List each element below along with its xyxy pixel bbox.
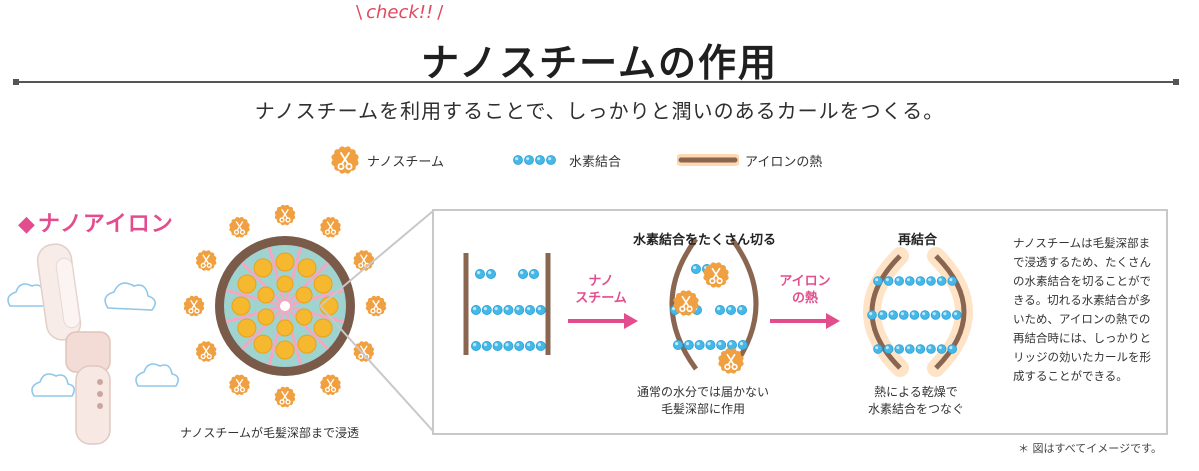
page-title: ナノスチームの作用 (421, 41, 778, 85)
arrow-label-iron-heat: アイロンの熱 (779, 274, 831, 306)
image-note: ＊ 図はすべてイメージです。 (1018, 442, 1162, 455)
nano-iron-device (36, 243, 111, 445)
hydrogen-bond-icon (513, 155, 556, 165)
stage-caption-cut: 通常の水分では届かない 毛髪深部に作用 (636, 385, 769, 416)
stage-bonds-cut (669, 237, 759, 374)
hydrogen-bond-beads (518, 269, 540, 280)
mechanism-diagram (463, 237, 973, 377)
scissors-icon (679, 295, 693, 313)
legend-nano-steam: ナノスチーム (329, 146, 444, 174)
iron-heat-icon (677, 154, 739, 166)
legend-label-iron-heat: アイロンの熱 (745, 154, 823, 170)
scissors-icon (709, 267, 723, 285)
stage-rebonded (863, 247, 973, 377)
check-label: \check!!/ (356, 2, 444, 23)
hydrogen-bond-beads (867, 310, 962, 320)
scissors-icon (724, 353, 738, 371)
zoom-connector (320, 210, 434, 432)
nano-steam-icon (195, 250, 217, 271)
nano-steam-icon (195, 341, 217, 362)
stage-title-rebond: 再結合 (898, 233, 938, 248)
stage-caption-rebond: 熱による乾燥で 水素結合をつなぐ (867, 385, 964, 416)
nano-steam-icon (274, 205, 296, 226)
nano-steam-icon (229, 374, 250, 396)
legend-label-nano-steam: ナノスチーム (367, 154, 444, 170)
legend-label-hydrogen-bond: 水素結合 (569, 154, 622, 170)
legend-hydrogen-bond: 水素結合 (513, 147, 621, 173)
hydrogen-bond-beads (471, 305, 546, 316)
cross-section-caption: ナノスチームが毛髪深部まで浸透 (180, 426, 360, 440)
nano-steam-icon (331, 146, 359, 174)
legend-iron-heat: アイロンの熱 (677, 147, 822, 173)
nano-steam-icon (274, 386, 296, 408)
title-divider (13, 79, 1179, 85)
page-subtitle: ナノスチームを利用することで、しっかりと潤いのあるカールをつくる。 (254, 99, 945, 123)
hydrogen-bond-beads (873, 344, 957, 354)
hydrogen-bond-beads (714, 305, 747, 316)
arrow-label-nano-steam: ナノスチーム (575, 274, 627, 306)
cloud-icon (31, 373, 76, 397)
section-title: ◆ナノアイロン (18, 212, 174, 237)
mechanism-description: ナノスチームは毛髪深部まで浸透するため、たくさんの水素結合を切ることができる。切… (1013, 236, 1151, 383)
hair-cross-section (183, 205, 387, 408)
cloud-icon (135, 363, 180, 387)
diamond-icon: ◆ (18, 212, 36, 237)
nano-steam-icon (229, 216, 250, 238)
hydrogen-bond-beads (475, 269, 497, 280)
hydrogen-bond-beads (672, 339, 748, 350)
hydrogen-bond-beads (471, 340, 546, 351)
nano-steam-icon (365, 295, 387, 317)
hydrogen-bond-beads (873, 276, 957, 286)
hair-iron-illustration (7, 243, 180, 445)
cloud-icon (104, 282, 156, 311)
stage-intact-bonds (463, 253, 551, 355)
arrow-nano-steam (568, 313, 638, 329)
nano-steam-icon (183, 295, 205, 317)
nano-steam-icon (320, 216, 341, 238)
nano-steam-icon (320, 374, 341, 396)
hydrogen-bond-beads (513, 155, 556, 165)
scissors-icon (337, 152, 353, 170)
stage-title-cut: 水素結合をたくさん切る (633, 233, 777, 248)
arrow-iron-heat (770, 313, 840, 329)
